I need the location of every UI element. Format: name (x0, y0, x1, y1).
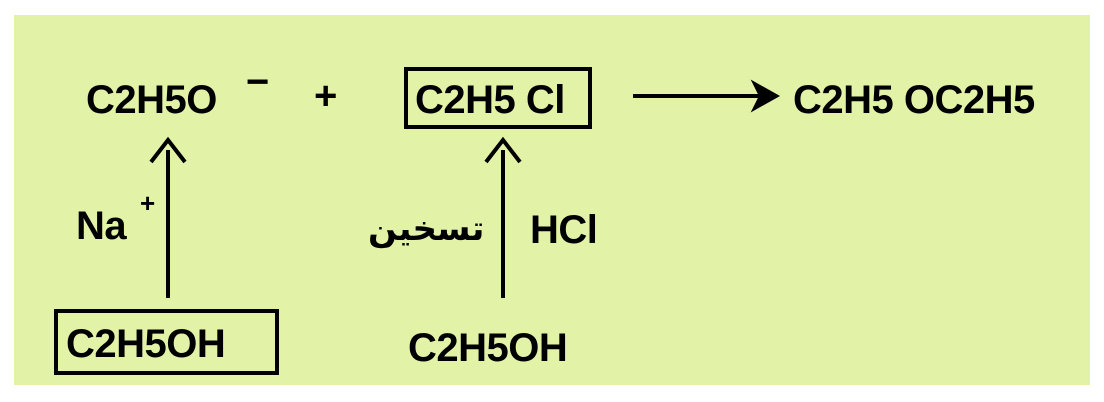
product-label: C2H5 OC2H5 (793, 78, 1035, 122)
ethyl-chloride-label: C2H5 Cl (415, 78, 565, 122)
plus-sign: + (314, 74, 337, 118)
ethanol-left-label: C2H5OH (66, 322, 226, 366)
ethyl-chloride-box (404, 67, 592, 129)
ethoxide-charge: − (246, 60, 270, 104)
ethoxide-label: C2H5O (86, 80, 217, 120)
ethanol-right-label: C2H5OH (408, 326, 568, 370)
arrow-up-icon (484, 136, 522, 298)
hcl-reagent: HCl (530, 208, 598, 252)
sodium-charge: + (140, 188, 156, 218)
diagram-panel (14, 15, 1090, 385)
ethoxide-formula: C2H5O (86, 78, 217, 122)
arrow-up-icon (149, 136, 187, 298)
ethanol-left-box (54, 309, 279, 375)
arrow-right-icon (633, 79, 781, 113)
heating-condition: تسخين (368, 209, 485, 249)
sodium-reagent: Na (76, 204, 127, 248)
